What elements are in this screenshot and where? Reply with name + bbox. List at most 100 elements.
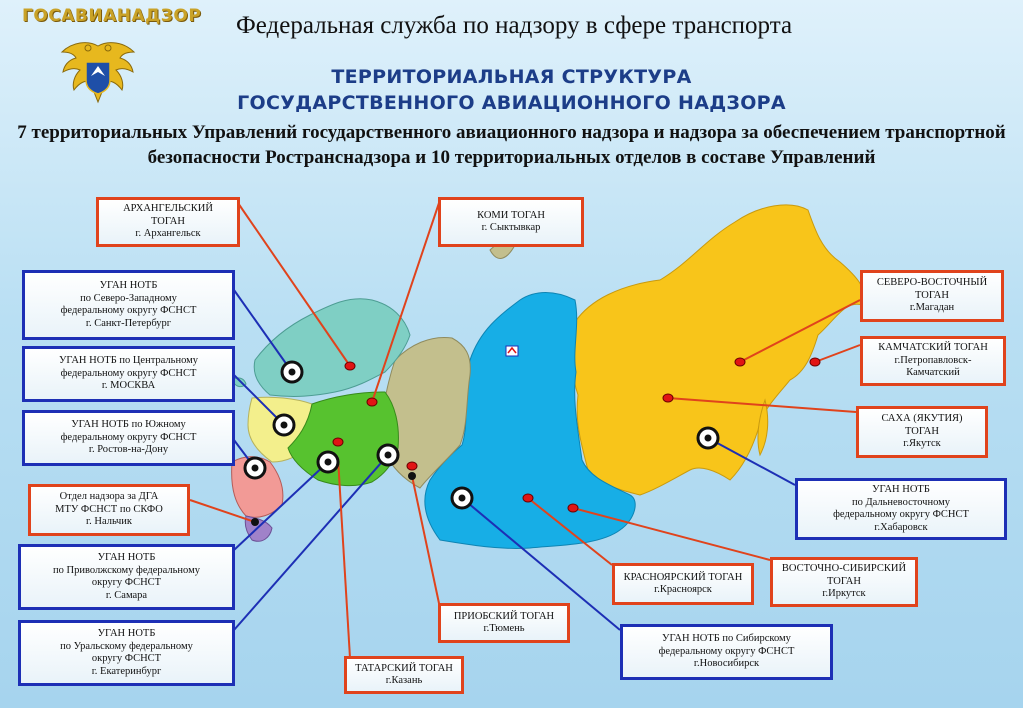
target-samara: [316, 450, 340, 474]
region-siberia: [424, 292, 636, 549]
box-northeast-l1: СЕВЕРО-ВОСТОЧНЫЙ: [876, 277, 988, 289]
dot-tyumen: [408, 472, 416, 480]
box-priob: ПРИОБСКИЙ ТОГАН г.Тюмень: [438, 603, 570, 643]
box-ugan-northwest-l1: УГАН НОТБ: [99, 280, 158, 291]
box-arkhangelsk: АРХАНГЕЛЬСКИЙ ТОГАН г. Архангельск: [96, 197, 240, 247]
box-kamchatka-l1: КАМЧАТСКИЙ ТОГАН: [878, 342, 988, 354]
box-east-siberia-l2: ТОГАН: [827, 575, 861, 587]
box-ugan-northwest: УГАН НОТБ по Северо-Западному федерально…: [22, 270, 235, 340]
box-komi-title: КОМИ ТОГАН: [477, 209, 545, 221]
target-st-petersburg: [280, 360, 304, 384]
line-northeast: [739, 299, 861, 363]
box-sakha-l3: г.Якутск: [903, 438, 941, 450]
box-ugan-fareast-l4: г.Хабаровск: [874, 521, 928, 533]
line-ugan-northwest: [233, 289, 293, 373]
line-krasnoyarsk: [527, 497, 613, 566]
dot-arkhangelsk: [344, 361, 356, 371]
box-ugan-northwest-l4: г. Санкт-Петербург: [85, 317, 172, 329]
box-ugan-ural-l3: округу ФСНСТ: [91, 653, 162, 664]
small-logo-icon: [505, 345, 519, 357]
box-krasnoyarsk: КРАСНОЯРСКИЙ ТОГАН г.Красноярск: [612, 563, 754, 605]
box-ugan-fareast: УГАН НОТБ по Дальневосточному федерально…: [795, 478, 1007, 540]
box-ugan-south-l1: УГАН НОТБ по Южному: [71, 419, 186, 431]
box-ugan-volga-l3: округу ФСНСТ: [91, 577, 162, 588]
box-northeast: СЕВЕРО-ВОСТОЧНЫЙ ТОГАН г.Магадан: [860, 270, 1004, 322]
box-ugan-south-l3: г. Ростов-на-Дону: [88, 444, 169, 456]
box-ugan-ural-l4: г. Екатеринбург: [91, 665, 162, 677]
title-line-2: ГОСУДАРСТВЕННОГО АВИАЦИОННОГО НАДЗОРА: [237, 92, 786, 114]
box-ugan-south: УГАН НОТБ по Южному федеральному округу …: [22, 410, 235, 466]
target-novosibirsk: [450, 486, 474, 510]
box-ugan-central-l2: федеральному округу ФСНСТ: [60, 367, 197, 379]
box-ugan-fareast-l1: УГАН НОТБ: [872, 484, 930, 495]
box-sakha-l1: САХА (ЯКУТИЯ): [881, 413, 963, 425]
box-east-siberia-l1: ВОСТОЧНО-СИБИРСКИЙ: [781, 563, 907, 575]
box-kamchatka-l2: г.Петропавловск-: [894, 354, 972, 366]
region-northwest: [253, 298, 411, 397]
box-ugan-ural: УГАН НОТБ по Уральскому федеральному окр…: [18, 620, 235, 686]
box-ugan-ural-l2: по Уральскому федеральному: [60, 640, 193, 652]
box-northeast-l2: ТОГАН: [915, 289, 949, 301]
line-tatar: [337, 457, 351, 659]
title-line-1: ТЕРРИТОРИАЛЬНАЯ СТРУКТУРА: [331, 66, 692, 88]
box-ugan-fareast-l3: федеральному округу ФСНСТ: [833, 509, 969, 520]
box-sakha: САХА (ЯКУТИЯ) ТОГАН г.Якутск: [856, 406, 988, 458]
box-arkhangelsk-city: г. Архангельск: [135, 228, 201, 240]
dot-komi: [366, 397, 378, 407]
dot-nalchik: [251, 518, 259, 526]
box-ugan-ural-l1: УГАН НОТБ: [97, 628, 156, 639]
line-dga: [189, 499, 256, 523]
box-tatar-city: г.Казань: [385, 675, 423, 686]
dot-kamchatka: [809, 357, 821, 367]
box-ugan-siberia-l1: УГАН НОТБ по Сибирскому: [662, 633, 791, 645]
box-ugan-northwest-l2: по Северо-Западному: [80, 292, 177, 304]
eagle-emblem-icon: [60, 42, 136, 104]
line-komi: [371, 199, 441, 403]
line-ugan-central: [233, 374, 285, 426]
dot-krasnoyarsk: [522, 493, 534, 503]
box-ugan-central: УГАН НОТБ по Центральному федеральному о…: [22, 346, 235, 402]
box-dga-l3: г. Нальчик: [86, 516, 132, 528]
box-sakha-l2: ТОГАН: [905, 425, 939, 437]
line-ugan-siberia: [461, 497, 621, 631]
dot-yakutsk: [662, 393, 674, 403]
box-east-siberia-l3: г.Иркутск: [822, 588, 866, 600]
box-tatar-title: ТАТАРСКИЙ ТОГАН: [355, 662, 453, 674]
box-east-siberia: ВОСТОЧНО-СИБИРСКИЙ ТОГАН г.Иркутск: [770, 557, 918, 607]
box-ugan-volga-l2: по Приволжскому федеральному: [53, 564, 200, 576]
line-arkhangelsk: [237, 202, 351, 367]
box-dga-l1: Отдел надзора за ДГА: [59, 491, 159, 503]
box-ugan-south-l2: федеральному округу ФСНСТ: [60, 431, 197, 443]
dot-tatar: [332, 437, 344, 447]
box-komi: КОМИ ТОГАН г. Сыктывкар: [438, 197, 584, 247]
box-tatar: ТАТАРСКИЙ ТОГАН г.Казань: [344, 656, 464, 694]
box-krasnoyarsk-title: КРАСНОЯРСКИЙ ТОГАН: [623, 571, 743, 583]
box-kamchatka: КАМЧАТСКИЙ ТОГАН г.Петропавловск- Камчат…: [860, 336, 1006, 386]
region-far-east: [570, 204, 865, 496]
box-ugan-northwest-l3: федеральному округу ФСНСТ: [60, 305, 197, 316]
box-northeast-l3: г.Магадан: [909, 302, 955, 314]
dot-irkutsk: [567, 503, 579, 513]
region-sakhalin: [757, 398, 769, 457]
line-ugan-ural: [233, 454, 389, 631]
box-dga: Отдел надзора за ДГА МТУ ФСНСТ по СКФО г…: [28, 484, 190, 536]
line-east-siberia: [572, 507, 771, 561]
box-komi-city: г. Сыктывкар: [481, 222, 541, 233]
box-dga-l2: МТУ ФСНСТ по СКФО: [55, 503, 163, 515]
agency-title: Федеральная служба по надзору в сфере тр…: [236, 12, 793, 39]
box-ugan-fareast-l2: по Дальневосточному: [851, 496, 951, 508]
box-ugan-volga: УГАН НОТБ по Приволжскому федеральному о…: [18, 544, 235, 610]
line-ugan-volga: [233, 461, 329, 551]
target-khabarovsk: [696, 426, 720, 450]
box-arkhangelsk-title: АРХАНГЕЛЬСКИЙ ТОГАН: [123, 203, 213, 227]
logo-text: ГОСАВИАНАДЗОР: [22, 6, 202, 26]
subtitle: 7 территориальных Управлений государстве…: [17, 122, 1006, 168]
line-priob: [411, 475, 441, 609]
dot-priob: [406, 461, 418, 471]
target-ekaterinburg: [376, 443, 400, 467]
box-ugan-central-l3: г. МОСКВА: [101, 380, 156, 392]
target-moscow: [272, 413, 296, 437]
box-priob-title: ПРИОБСКИЙ ТОГАН: [453, 610, 555, 622]
box-ugan-siberia: УГАН НОТБ по Сибирскому федеральному окр…: [620, 624, 833, 680]
